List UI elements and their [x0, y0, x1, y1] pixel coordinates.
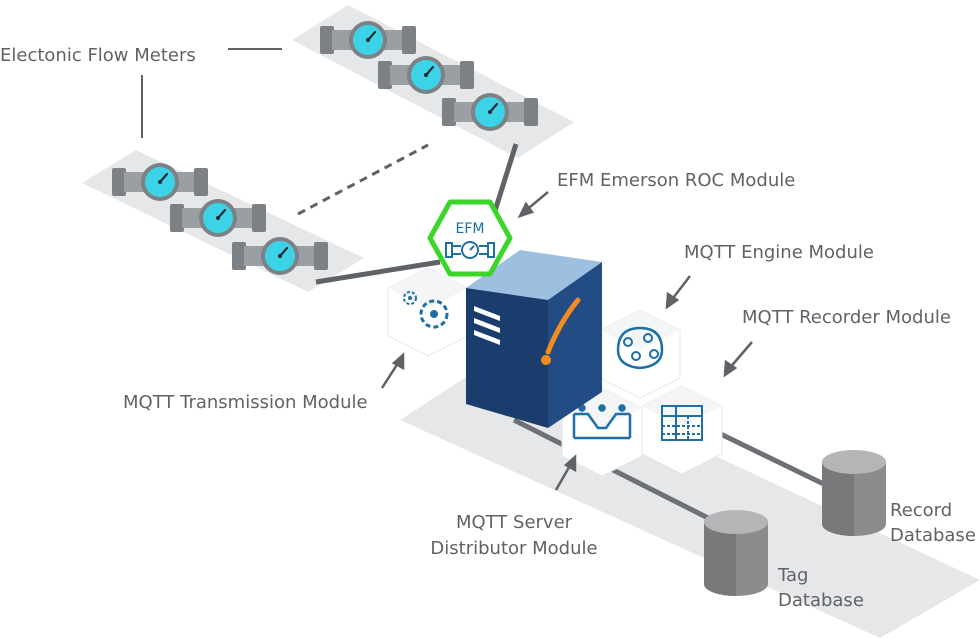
label-efm-module: EFM Emerson ROC Module — [557, 170, 795, 191]
ignition-logo-icon — [541, 297, 581, 365]
arrow-efm-module — [517, 191, 549, 219]
dashed-link — [297, 143, 429, 216]
label-tag-db-line2: Database — [778, 590, 864, 611]
efm-badge-text: EFM — [456, 221, 485, 237]
link-tag-database — [512, 417, 722, 527]
database-cylinder-icon — [704, 510, 768, 596]
flow-meter-icon — [445, 241, 495, 259]
database-cylinder-icon — [822, 450, 886, 536]
engine-icon — [616, 326, 664, 370]
arrow-engine-module — [665, 275, 691, 310]
gears-icon — [403, 291, 449, 329]
link-left-panel-efm — [315, 259, 441, 285]
label-distributor-line2: Distributor Module — [430, 538, 597, 559]
label-tag-db-line1: Tag — [777, 565, 808, 586]
arrow-distributor-module — [554, 454, 577, 491]
arrow-transmission-module — [380, 352, 405, 389]
label-record-db-line1: Record — [890, 500, 952, 521]
distributor-icon — [572, 404, 632, 440]
label-distributor-line1: MQTT Server — [456, 512, 573, 533]
label-record-db-line2: Database — [890, 525, 976, 546]
recorder-table-icon — [661, 405, 703, 441]
label-flow-meters: Electonic Flow Meters — [0, 45, 196, 66]
label-engine-module: MQTT Engine Module — [684, 242, 874, 263]
ignition-server — [466, 250, 602, 428]
label-transmission-module: MQTT Transmission Module — [123, 392, 368, 413]
link-record-database — [698, 421, 838, 493]
arrow-recorder-module — [723, 341, 753, 378]
link-top-panel-efm — [491, 143, 519, 215]
transmission-module-cube — [387, 267, 469, 357]
efm-module-badge: EFM — [427, 199, 513, 277]
label-recorder-module: MQTT Recorder Module — [742, 307, 951, 328]
